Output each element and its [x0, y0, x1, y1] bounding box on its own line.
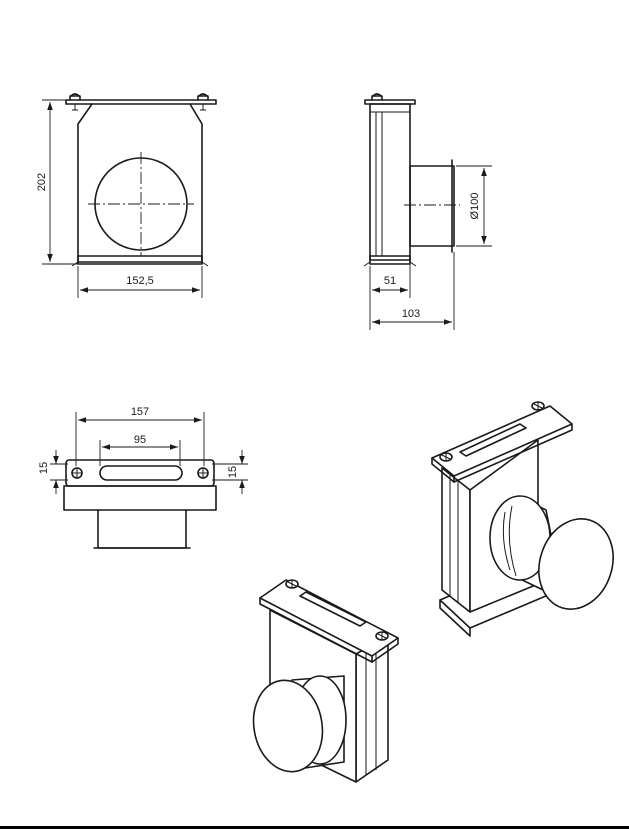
bottom-border: [0, 826, 629, 829]
side-diameter-label: Ø100: [469, 193, 481, 220]
side-depth-dimension: 51: [369, 246, 411, 330]
front-width-dimension: 152,5: [77, 266, 203, 298]
top-flange: [65, 459, 215, 487]
isometric-view-left: [252, 579, 399, 783]
iso-right-pipe-opening: [538, 518, 614, 610]
side-outlet-pipe: [409, 165, 455, 247]
top-body: [63, 485, 217, 511]
top-overall-width-label: 157: [131, 406, 149, 418]
top-view: 157 95 15 15: [38, 406, 248, 549]
top-slot-width-dimension: 95: [99, 434, 181, 466]
side-total-depth-dimension: 103: [372, 252, 455, 330]
side-diameter-dimension: Ø100: [456, 165, 492, 247]
side-depth-label: 51: [384, 275, 396, 287]
front-body-outline: [77, 103, 203, 263]
iso-right-slot: [459, 423, 527, 457]
iso-right-body-front: [441, 467, 471, 613]
side-view: Ø100 51 103: [363, 93, 492, 330]
iso-right-screw-back-icon: [531, 401, 545, 411]
top-slot: [99, 465, 183, 481]
top-left-screw-icon: [71, 467, 83, 479]
iso-left-slot: [299, 591, 367, 627]
iso-left-screw-back-icon: [285, 579, 299, 589]
top-slot-width-label: 95: [134, 434, 146, 446]
front-height-dimension: 202: [36, 99, 78, 265]
top-left-height-dimension: 15: [38, 450, 68, 494]
top-left-height-label: 15: [38, 462, 50, 474]
iso-left-screw-front-icon: [375, 631, 389, 641]
front-left-screw: [69, 93, 81, 111]
side-screw: [371, 93, 383, 101]
top-right-screw-icon: [197, 467, 209, 479]
iso-right-screw-front-icon: [439, 452, 453, 462]
front-top-flange: [65, 99, 217, 105]
top-overall-width-dimension: 157: [75, 406, 205, 466]
front-right-screw: [197, 93, 209, 111]
side-total-depth-label: 103: [402, 308, 420, 320]
top-pipe: [97, 509, 187, 549]
isometric-view-right: [431, 401, 614, 637]
front-width-label: 152,5: [126, 275, 154, 287]
iso-left-pipe-opening: [252, 679, 324, 773]
top-right-height-label: 15: [227, 466, 239, 478]
front-height-label: 202: [36, 173, 48, 191]
top-right-height-dimension: 15: [212, 450, 248, 494]
front-base-plate: [77, 255, 203, 265]
front-view: 202 152,5: [36, 93, 217, 298]
